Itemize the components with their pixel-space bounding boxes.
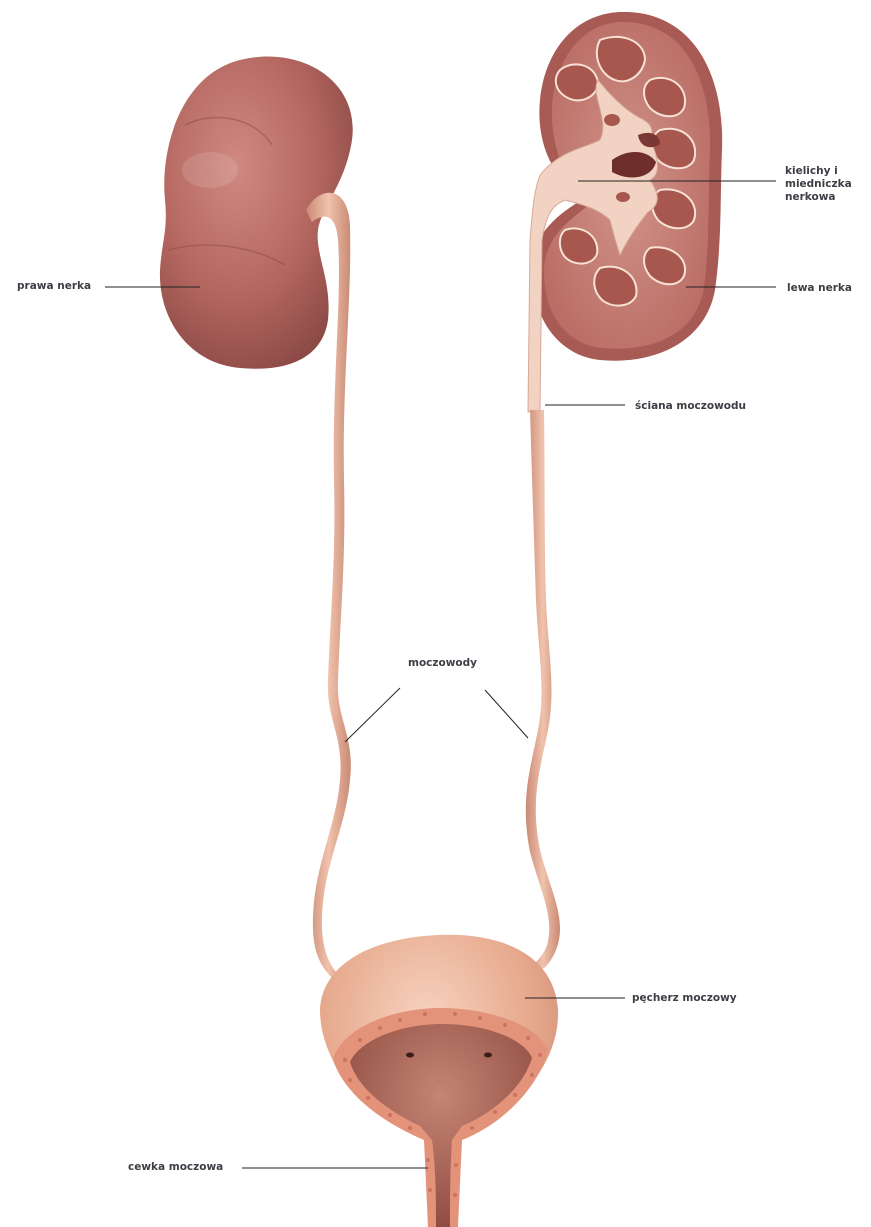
- left-kidney-section: [528, 12, 722, 412]
- label-calyces-line2: miedniczka: [785, 178, 852, 191]
- label-calyces-line1: kielichy i: [785, 165, 852, 178]
- label-ureters: moczowody: [408, 657, 477, 670]
- label-ureter-wall: ściana moczowodu: [635, 400, 746, 413]
- label-bladder: pęcherz moczowy: [632, 992, 737, 1005]
- label-right-kidney: prawa nerka: [17, 280, 91, 293]
- urinary-bladder: [320, 935, 558, 1227]
- left-ureter: [526, 410, 560, 972]
- leader-ureter-left: [345, 688, 400, 742]
- leader-ureter-right: [485, 690, 528, 738]
- label-left-kidney: lewa nerka: [787, 282, 852, 295]
- label-calyces-pelvis: kielichy i miedniczka nerkowa: [785, 165, 852, 204]
- label-calyces-line3: nerkowa: [785, 191, 852, 204]
- label-urethra: cewka moczowa: [128, 1161, 223, 1174]
